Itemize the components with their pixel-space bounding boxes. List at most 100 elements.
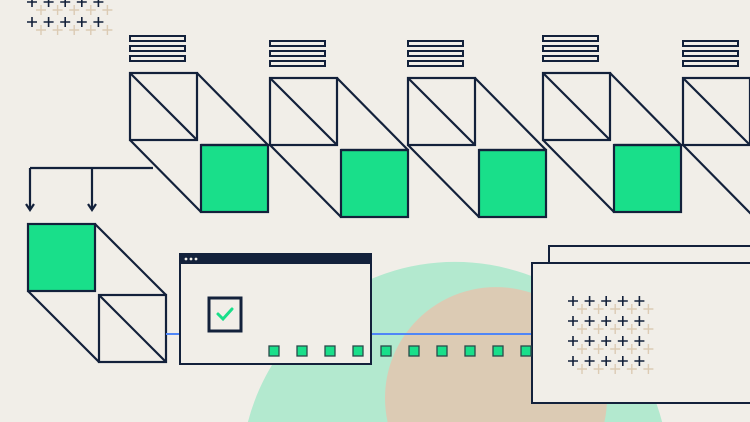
outline-square: [541, 71, 612, 142]
menu-bar: [407, 60, 464, 67]
plus-icon: [43, 0, 54, 7]
prism-unit: [268, 40, 410, 219]
window-dot-icon: [184, 257, 188, 261]
tan-plus-icon: [643, 364, 654, 374]
green-square: [612, 143, 683, 214]
edge-line: [474, 77, 547, 151]
menu-bar: [129, 55, 186, 62]
menu-icon: [407, 40, 464, 67]
plus-icon: [27, 0, 37, 7]
status-square: [520, 345, 532, 357]
tan-plus-icon: [36, 25, 46, 35]
plus-icon: [27, 17, 37, 27]
menu-bar: [542, 55, 599, 62]
menu-bar: [542, 35, 599, 42]
status-square: [436, 345, 448, 357]
plus-icon: [568, 296, 578, 306]
menu-bar: [269, 60, 326, 67]
menu-bar: [682, 40, 739, 47]
plus-icon: [617, 356, 628, 366]
menu-icon: [269, 40, 326, 67]
checkbox: [207, 296, 243, 333]
plus-icon: [617, 296, 628, 306]
green-square: [339, 148, 410, 219]
arrow-down-icon: [87, 203, 97, 212]
plus-icon: [601, 316, 612, 326]
prism-unit: [406, 40, 548, 219]
menu-icon: [129, 35, 186, 62]
plus-icon: [568, 356, 578, 366]
green-square: [199, 143, 270, 214]
edge-line: [129, 139, 202, 213]
plus-icon: [584, 296, 595, 306]
plus-icon: [601, 296, 612, 306]
status-square: [268, 345, 280, 357]
plus-icon: [568, 336, 578, 346]
status-square: [380, 345, 392, 357]
edge-line: [609, 72, 682, 146]
tan-plus-icon: [593, 364, 604, 374]
plus-icon: [60, 0, 71, 7]
outline-square: [97, 293, 168, 364]
tan-plus-icon: [610, 344, 621, 354]
tan-plus-icon: [85, 25, 96, 35]
edge-line: [269, 144, 342, 218]
edge-line: [336, 77, 409, 151]
tan-plus-icon: [626, 304, 637, 314]
tan-plus-icon: [52, 5, 63, 15]
tan-plus-icon: [577, 324, 587, 334]
window-dot-icon: [189, 257, 193, 261]
check-icon: [216, 307, 234, 322]
plus-icon: [634, 336, 645, 346]
status-square: [296, 345, 308, 357]
tan-plus-icon: [69, 5, 80, 15]
tan-plus-icon: [577, 304, 587, 314]
tan-plus-icon: [52, 25, 63, 35]
split-arrows: [25, 166, 153, 212]
outline-square: [268, 76, 339, 147]
tan-plus-icon: [85, 5, 96, 15]
plus-icon: [601, 356, 612, 366]
edge-line: [682, 144, 750, 215]
edge-line: [196, 72, 269, 146]
plus-icon: [43, 17, 54, 27]
tan-plus-icon: [643, 324, 654, 334]
plus-icon: [568, 316, 578, 326]
prism-unit: [128, 35, 270, 214]
diagonal: [407, 77, 476, 146]
window-dot-icon: [194, 257, 198, 261]
prism-unit: [681, 40, 750, 215]
plus-icon: [584, 356, 595, 366]
tan-plus-icon: [626, 364, 637, 374]
status-square: [464, 345, 476, 357]
tan-plus-icon: [69, 25, 80, 35]
menu-icon: [542, 35, 599, 62]
menu-icon: [682, 40, 739, 67]
plus-grid-window: [568, 296, 654, 374]
plus-icon: [76, 17, 87, 27]
tan-plus-icon: [610, 364, 621, 374]
menu-bar: [269, 40, 326, 47]
status-square: [352, 345, 364, 357]
edge-line: [407, 144, 480, 218]
menu-bar: [542, 45, 599, 52]
tan-plus-icon: [577, 344, 587, 354]
edge-line: [27, 290, 100, 363]
tan-plus-icon: [643, 344, 654, 354]
plus-icon: [634, 296, 645, 306]
arrow-down-icon: [25, 203, 35, 212]
lower-prism: [26, 222, 168, 364]
edge-line: [542, 139, 615, 213]
plus-icon: [584, 336, 595, 346]
outline-square: [128, 71, 199, 142]
plus-icon: [617, 316, 628, 326]
plus-icon: [634, 356, 645, 366]
plus-icon: [601, 336, 612, 346]
menu-bar: [407, 50, 464, 57]
menu-bar: [129, 35, 186, 42]
tan-plus-icon: [593, 304, 604, 314]
diagonal: [269, 77, 338, 146]
tan-plus-icon: [626, 344, 637, 354]
